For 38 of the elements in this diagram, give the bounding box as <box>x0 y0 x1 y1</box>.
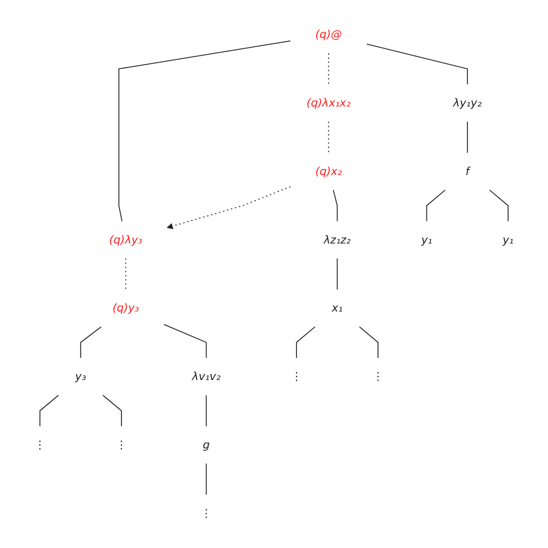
node-text: λv₁v₂ <box>192 370 221 383</box>
connector <box>118 40 291 222</box>
node-text: λz₁z₂ <box>324 232 351 246</box>
connector <box>125 258 126 290</box>
connector <box>206 394 207 427</box>
node-text: y₁ <box>502 232 514 246</box>
connector <box>102 394 122 427</box>
connector <box>366 44 468 85</box>
connector <box>328 52 330 85</box>
node-text: ⋮ <box>290 370 302 383</box>
connector <box>489 190 509 222</box>
node-text: (q)λx₁x₂ <box>306 96 351 110</box>
connector <box>466 121 468 154</box>
node-text: y₁ <box>421 232 432 246</box>
node-text: λy₁y₂ <box>453 96 482 110</box>
connector <box>336 258 338 290</box>
connector <box>332 190 338 222</box>
connector <box>296 326 316 358</box>
connector <box>426 190 446 222</box>
node-text: ⋮ <box>200 506 212 520</box>
node-text: (q)@ <box>315 28 342 41</box>
connector <box>328 121 330 154</box>
node-text: (q)λy₃ <box>109 232 142 246</box>
arrow <box>166 186 291 230</box>
node-text: g <box>202 438 210 452</box>
node-text: ⋮ <box>34 438 46 452</box>
connector <box>80 326 102 358</box>
node-text: y₃ <box>75 370 86 383</box>
node-text: x₁ <box>332 301 343 314</box>
node-text: (q)x₂ <box>315 164 342 178</box>
node-text: (q)y₃ <box>112 301 140 314</box>
node-text: f <box>465 164 470 178</box>
connector <box>206 463 207 496</box>
connector <box>39 394 59 427</box>
node-text: ⋮ <box>116 438 127 452</box>
connector <box>359 326 378 358</box>
node-text: ⋮ <box>372 370 384 383</box>
connector <box>164 324 207 358</box>
